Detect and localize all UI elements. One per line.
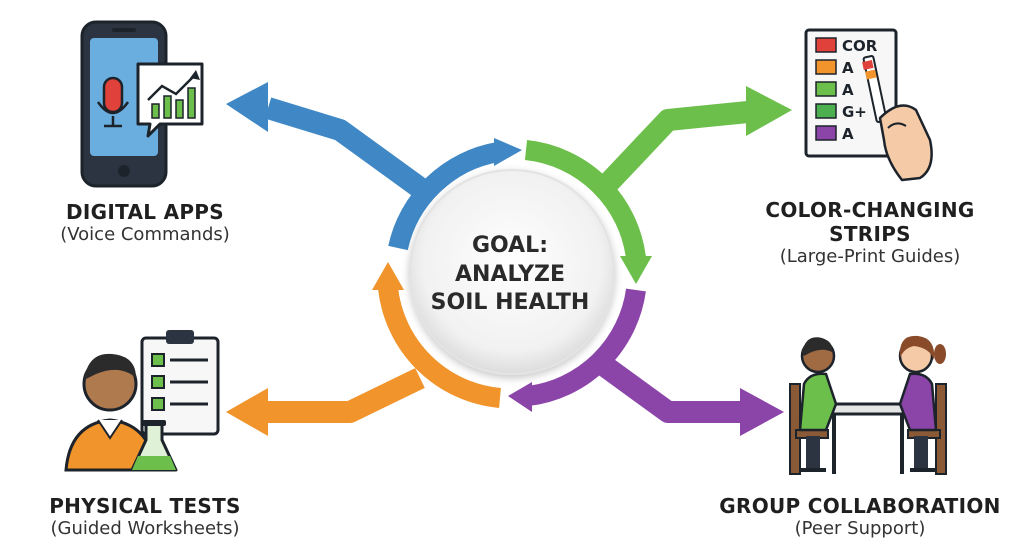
student-clipboard-flask-icon [64,330,220,472]
strip-label: COR [842,37,878,55]
physical-tests-subtitle: (Guided Worksheets) [50,518,240,539]
two-people-table-icon [789,335,947,475]
strip-label: A [842,59,854,77]
strip-swatch [815,59,837,75]
strip-swatch [815,37,837,53]
smartphone-chart-microphone-icon [80,20,204,188]
center-disk [409,169,615,375]
digital-apps-subtitle: (Voice Commands) [60,224,230,245]
branch-arrow-tests [226,368,425,436]
center-line-2: ANALYZE [455,261,565,287]
strip-label: A [842,125,854,143]
color-strips-title-2: STRIPS [829,222,911,246]
label-color-strips: COLOR-CHANGING STRIPS (Large-Print Guide… [720,198,1020,268]
group-collab-title: GROUP COLLABORATION [719,494,1001,518]
strip-label: G+ [842,103,867,121]
strip-swatch [815,125,837,141]
label-group-collaboration: GROUP COLLABORATION (Peer Support) [700,494,1020,540]
label-physical-tests: PHYSICAL TESTS (Guided Worksheets) [20,494,270,540]
strip-swatch [815,103,837,119]
strip-label: A [842,81,854,99]
digital-apps-title: DIGITAL APPS [66,200,224,224]
cycle-ring [372,138,652,412]
branch-arrow-strips [592,86,792,200]
branch-arrow-group [595,355,784,436]
label-digital-apps: DIGITAL APPS (Voice Commands) [20,200,270,246]
center-line-3: SOIL HEALTH [430,290,590,316]
center-line-1: GOAL: [471,233,548,258]
branch-arrow-apps [226,82,427,197]
physical-tests-title: PHYSICAL TESTS [49,494,241,518]
strip-swatch [815,81,837,97]
center-goal-text: GOAL: ANALYZE SOIL HEALTH [410,232,610,318]
color-strips-subtitle: (Large-Print Guides) [779,246,961,267]
color-strips-title-1: COLOR-CHANGING [765,198,975,222]
group-collab-subtitle: (Peer Support) [794,518,926,539]
